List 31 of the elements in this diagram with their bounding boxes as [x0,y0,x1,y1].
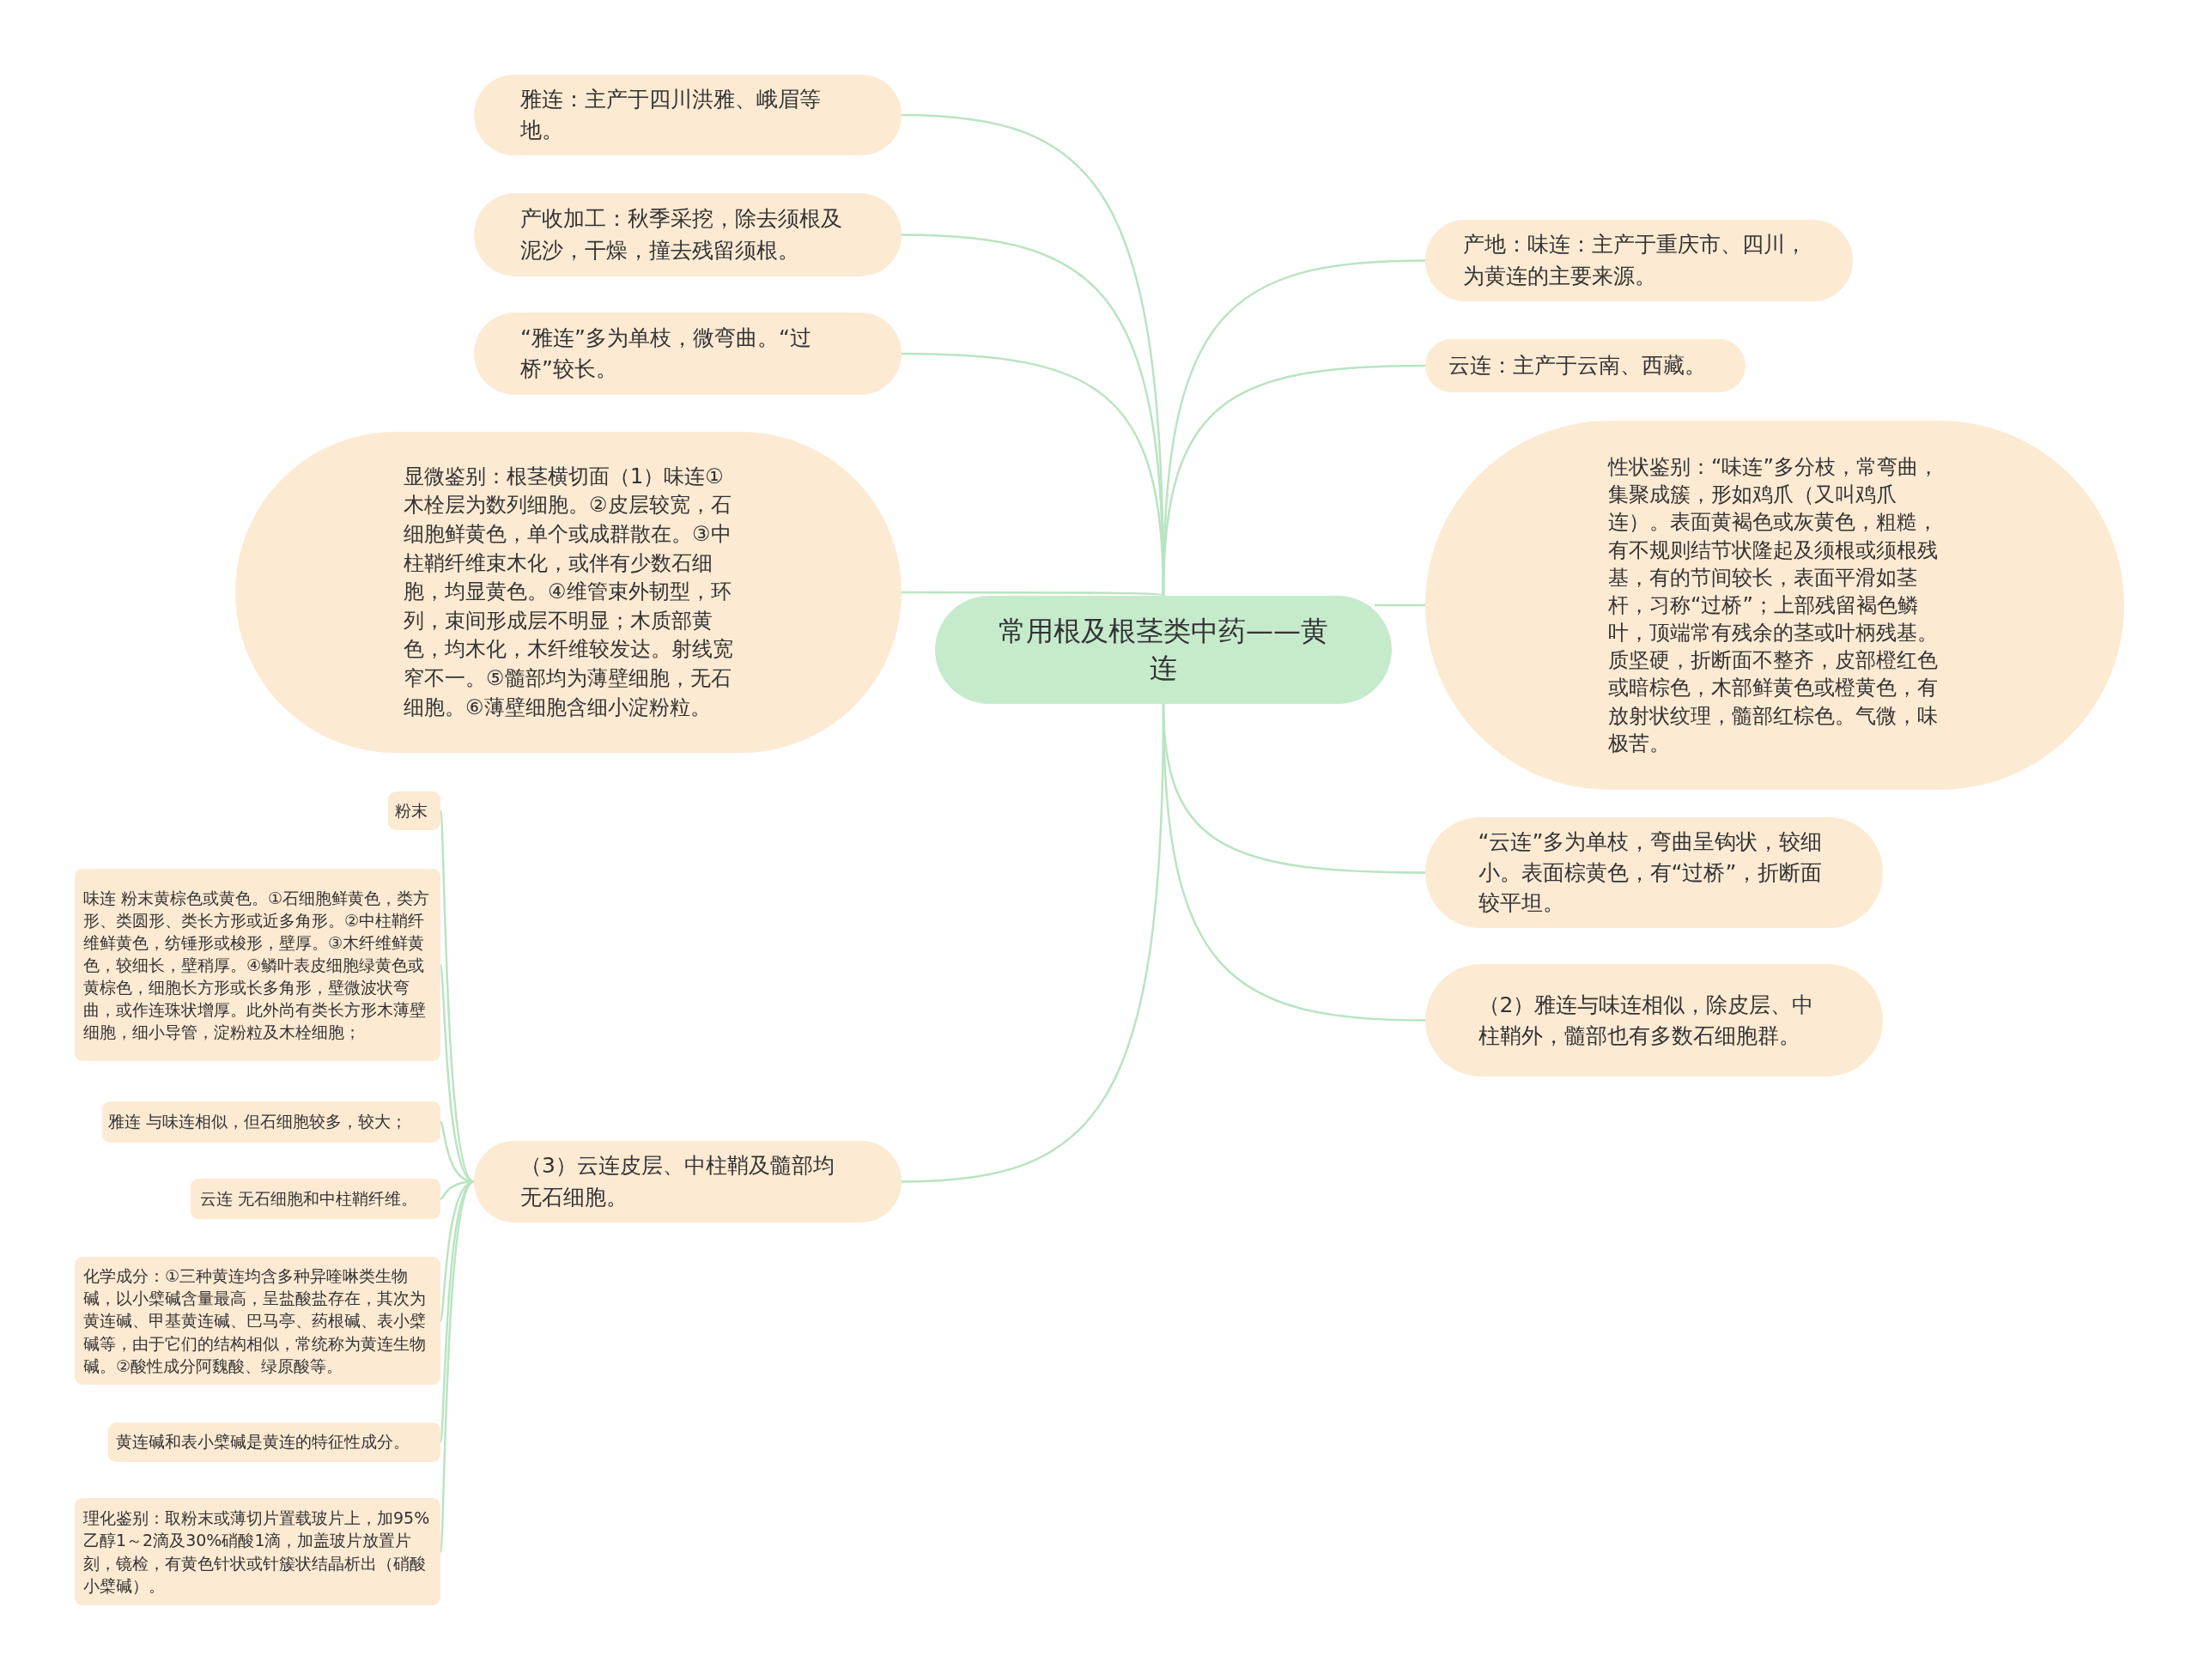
topic-text: 产收加工：秋季采挖，除去须根及泥沙，干燥，撞去残留须根。 [520,205,843,264]
topic-text: 化学成分：①三种黄连均含多种异喹啉类生物碱，以小檗碱含量最高，呈盐酸盐存在，其次为黄连碱、甲基黄连碱、巴马亭、药根碱、表小檗碱等，由于它们的结构相似，常统称为黄连生物碱。②酸性成分阿魏酸、绿原酸等。 [83,1265,427,1377]
topic-text: 雅连 与味连相似，但石细胞较多，较大； [108,1111,409,1133]
topic-box [75,1498,440,1605]
topic-box [102,1101,440,1143]
topic-box [108,1422,440,1462]
topic-text: 雅连：主产于四川洪雅、峨眉等地。 [520,85,822,144]
topic-text: 显微鉴别：根茎横切面（1）味连①木栓层为数列细胞。②皮层较宽，石细胞鲜黄色，单个或成群散在。③中柱鞘纤维束木化，或伴有少数石细胞，均显黄色。④维管束外韧型，环列，束间形成层不明显；木质部黄色，均木化，木纤维较发达。射线宽窄不一。⑤髓部均为薄壁细胞，无石细胞。⑥薄壁细胞含细小淀粉粒。 [404,463,733,721]
topic-text: 云连 无石细胞和中柱鞘纤维。 [199,1187,418,1210]
topic-text: 味连 粉末黄棕色或黄色。①石细胞鲜黄色，类方形、类圆形、类长方形或近多角形。②中柱鞘纤维鲜黄色，纺锤形或梭形，壁厚。③木纤维鲜黄色，较细长，壁稍厚。④鳞叶表皮细胞绿黄色或黄棕色，细胞长方形或长多角形，壁微波状弯曲，或作连珠状增厚。此外尚有类长方形木薄壁细胞，细小导管，淀粉粒及木栓细胞； [83,887,431,1044]
topic-box [191,1179,440,1219]
topic-box [75,869,440,1061]
topic-text: 粉末 [395,799,428,822]
topic-text: 产地：味连：主产于重庆市、四川，为黄连的主要来源。 [1463,231,1807,290]
topic-text: （3）云连皮层、中柱鞘及髓部均无石细胞。 [520,1152,835,1211]
topic-title: 常用根及根茎类中药——黄连 [998,613,1329,686]
topic-text: 理化鉴别：取粉末或薄切片置载玻片上，加95%乙醇1～2滴及30%硝酸1滴，加盖玻片放置片刻，镜检，有黄色针状或针簇状结晶析出（硝酸小檗碱）。 [83,1507,431,1597]
connector-line [439,1180,475,1552]
topic-text: 云连：主产于云南、西藏。 [1448,351,1707,379]
topic-text: 性状鉴别：“味连”多分枝，常弯曲，集聚成簇，形如鸡爪（又叫鸡爪连）。表面黄褐色或灰黄色，粗糙，有不规则结节状隆起及须根或须根残基，有的节间较长，表面平滑如茎杆，习称“过桥”；上部残留褐色鳞叶，顶端常有残余的茎或叶柄残基。质坚硬，折断面不整齐，皮部橙红色或暗棕色，木部鲜黄色或橙黄色，有放射状纹理，髓部红棕色。气微，味极苦。 [1608,454,1940,757]
topic-text: “云连”多为单枝，弯曲呈钩状，较细小。表面棕黄色，有“过桥”，折断面较平坦。 [1478,828,1824,918]
topic-box [75,1257,440,1385]
connector-line [1162,364,1426,597]
topic-box [388,791,440,830]
topic-text: （2）雅连与味连相似，除皮层、中柱鞘外，髓部也有多数石细胞群。 [1478,992,1815,1050]
topic-text: “雅连”多为单枝，微弯曲。“过桥”较长。 [520,324,812,383]
connector-line [902,591,1164,597]
connector-line [1162,703,1426,1022]
connector-line [439,810,475,1183]
connector-line [1375,603,1425,607]
topic-text: 黄连碱和表小檗碱是黄连的特征性成分。 [115,1431,410,1453]
